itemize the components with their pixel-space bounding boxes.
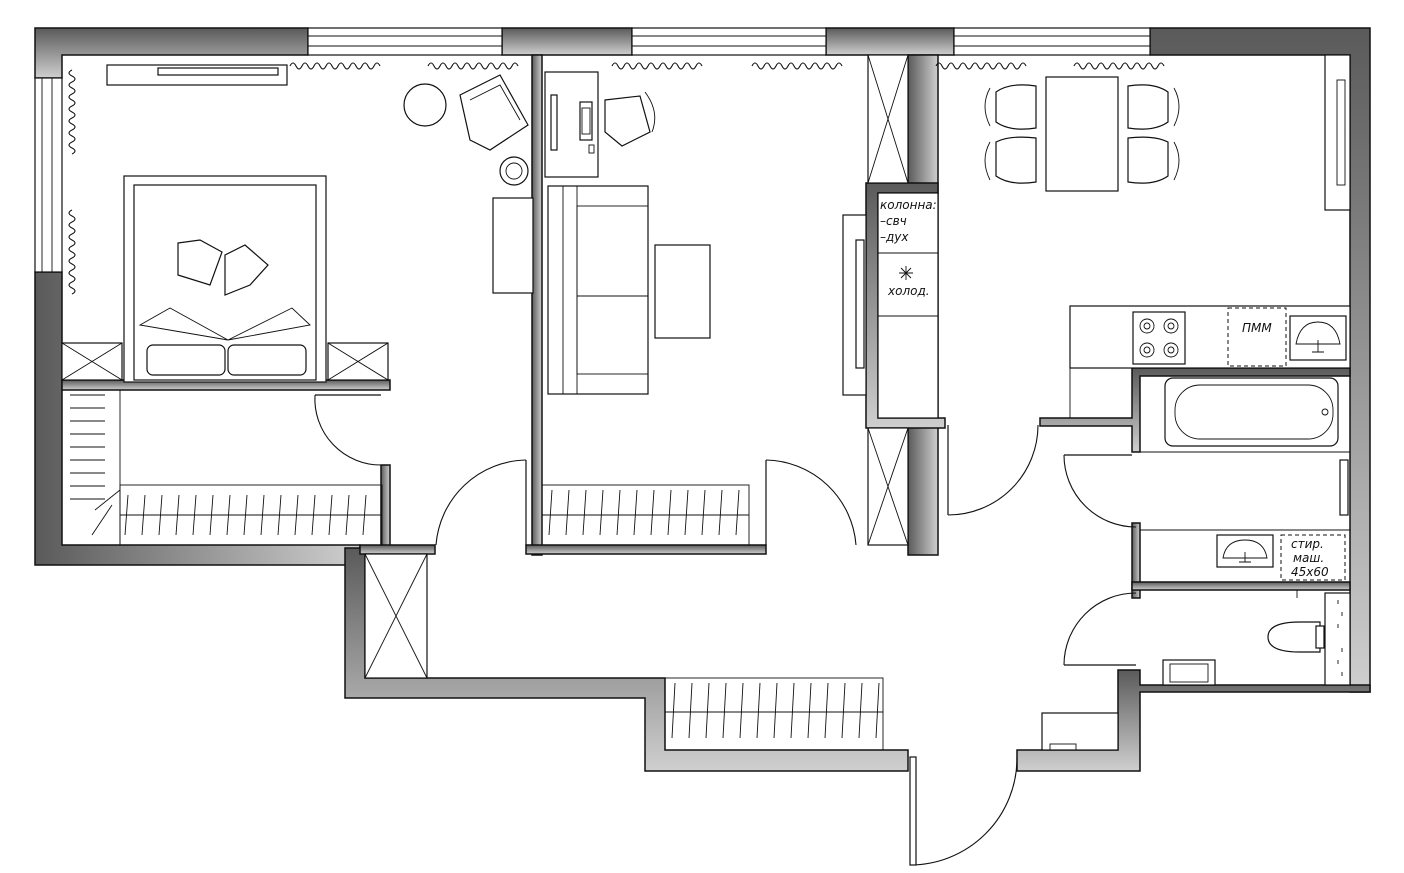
washing-machine [1280,534,1346,581]
living-room [435,71,867,546]
entrance-door [909,757,1018,866]
walk-in-closet [61,389,383,546]
microwave-label: –свч [880,214,907,228]
tv [855,239,865,369]
appliance-column: колонна: –свч –дух холод. [867,54,1039,546]
dining-chair [984,136,1037,184]
mattress-right [227,344,307,376]
kitchen-cabinet [1324,54,1351,211]
armchair [459,74,529,151]
dresser [492,197,534,294]
office-chair [604,95,651,147]
curtains [68,62,1165,295]
kitchen: ПММ [984,54,1351,419]
washer-label-2: маш. [1293,551,1324,565]
round-table [403,83,447,127]
hallway [364,553,1119,866]
shoe-cabinet [1041,712,1119,751]
washer-size-label: 45х60 [1291,565,1329,579]
windows [34,27,1151,273]
dining-table [1045,76,1119,192]
sofa [547,185,649,395]
cooktop [1132,311,1186,365]
dining-chair [984,84,1037,130]
kitchen-sink [1289,315,1347,361]
dishwasher [1227,307,1287,367]
column-label: колонна: [880,198,937,212]
floor-lamp [499,156,529,186]
snowflake-icon [899,266,913,280]
fridge-label: холод. [887,284,930,298]
washer-label-1: стир. [1291,537,1324,551]
bathtub [1164,377,1339,447]
dining-chair [1127,84,1180,130]
oven-label: –дух [880,230,909,244]
coffee-table [654,244,711,339]
bathroom: стир. маш. 45х60 [1063,377,1350,581]
bedroom [61,64,534,383]
dining-chair [1127,136,1180,184]
mattress-left [146,344,226,376]
computer [579,101,593,141]
toilet-room [1063,590,1351,686]
toilet [1267,621,1321,653]
installation [1324,592,1351,686]
dishwasher-label: ПММ [1242,321,1272,335]
